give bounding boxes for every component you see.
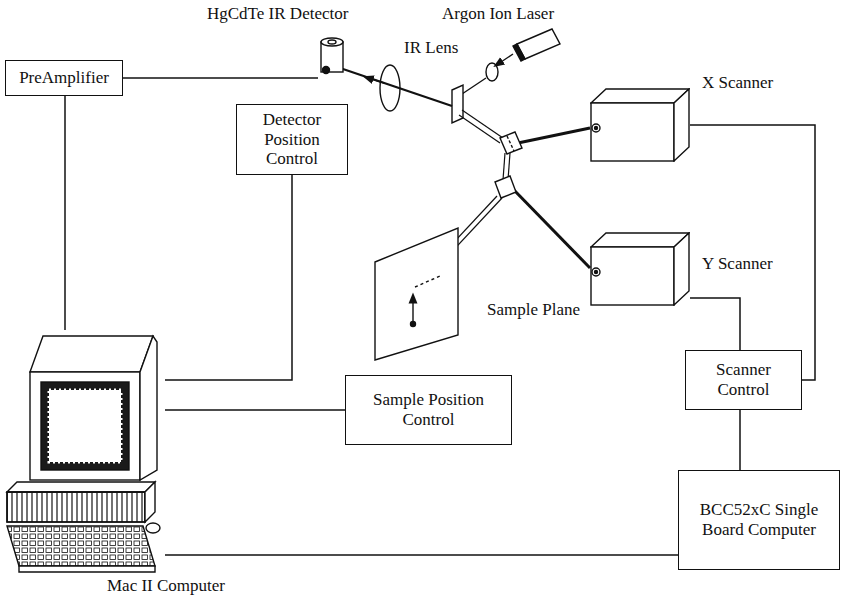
amplifier-box: PreAmplifier — [5, 60, 123, 96]
x-mirror — [500, 128, 590, 154]
icon-part — [674, 89, 689, 161]
mac-computer: Mac II Computer — [5, 330, 165, 576]
ir-lens — [380, 65, 400, 111]
signal-wire — [165, 409, 345, 411]
icon-part — [7, 492, 145, 522]
icon-part — [592, 124, 600, 132]
part-label: Argon Ion Laser — [440, 4, 556, 24]
icon-part — [595, 271, 598, 274]
icon-part — [323, 67, 330, 74]
icon-part — [328, 40, 336, 44]
signal-wire — [165, 554, 678, 556]
box-label: Scanner Control — [692, 360, 795, 399]
icon-part — [591, 247, 674, 305]
scanner-icon — [590, 88, 690, 162]
ir-detector: HgCdTe IR Detector — [318, 36, 346, 80]
signal-wire — [690, 125, 815, 380]
computer-board-box: BCC52xC Single Board Computer — [678, 470, 840, 570]
ir-beam — [340, 68, 452, 106]
icon-part — [7, 482, 155, 492]
icon-part — [591, 233, 689, 247]
x-scanner: X Scanner — [590, 88, 690, 162]
icon-part — [49, 390, 121, 462]
laser-beam — [462, 54, 513, 94]
signal-wire — [165, 175, 292, 380]
signal-wire — [690, 298, 740, 350]
part-label: Sample Plane — [485, 300, 582, 320]
icon-part — [591, 89, 689, 103]
keyboard — [7, 526, 155, 566]
y-scanner: Y Scanner — [590, 232, 690, 306]
part-label: IR Lens — [402, 38, 460, 58]
part-label: HgCdTe IR Detector — [205, 4, 350, 24]
icon-part — [595, 127, 598, 130]
part-label: Y Scanner — [700, 254, 775, 274]
box-label: PreAmplifier — [19, 68, 109, 88]
part-label: Mac II Computer — [105, 576, 227, 596]
detector-icon — [318, 36, 346, 80]
icon-part — [140, 336, 157, 480]
argon-laser — [486, 29, 560, 81]
monitor — [30, 336, 153, 372]
signal-wire — [64, 96, 66, 330]
base-unit — [7, 492, 145, 522]
control-box: Scanner Control — [685, 350, 802, 410]
icon-part — [30, 372, 140, 480]
icon-part — [321, 38, 343, 46]
part-label: X Scanner — [700, 73, 775, 93]
sample-plane — [375, 228, 458, 360]
y-mirror — [495, 176, 590, 268]
signal-wire — [123, 77, 318, 79]
screen — [41, 382, 129, 470]
icon-part — [592, 268, 600, 276]
signal-wire — [739, 410, 741, 470]
icon-part — [145, 482, 155, 522]
control-box: Detector Position Control — [236, 104, 348, 175]
mouse — [146, 523, 160, 533]
icon-part — [53, 394, 117, 458]
icon-part — [19, 566, 155, 572]
computer-icon — [5, 330, 165, 576]
box-label: Sample Position Control — [352, 390, 505, 429]
icon-part — [674, 233, 689, 305]
box-label: BCC52xC Single Board Computer — [685, 500, 833, 539]
box-label: Detector Position Control — [243, 110, 341, 169]
control-box: Sample Position Control — [345, 375, 512, 445]
scanner-icon — [590, 232, 690, 306]
icon-part — [591, 103, 674, 161]
